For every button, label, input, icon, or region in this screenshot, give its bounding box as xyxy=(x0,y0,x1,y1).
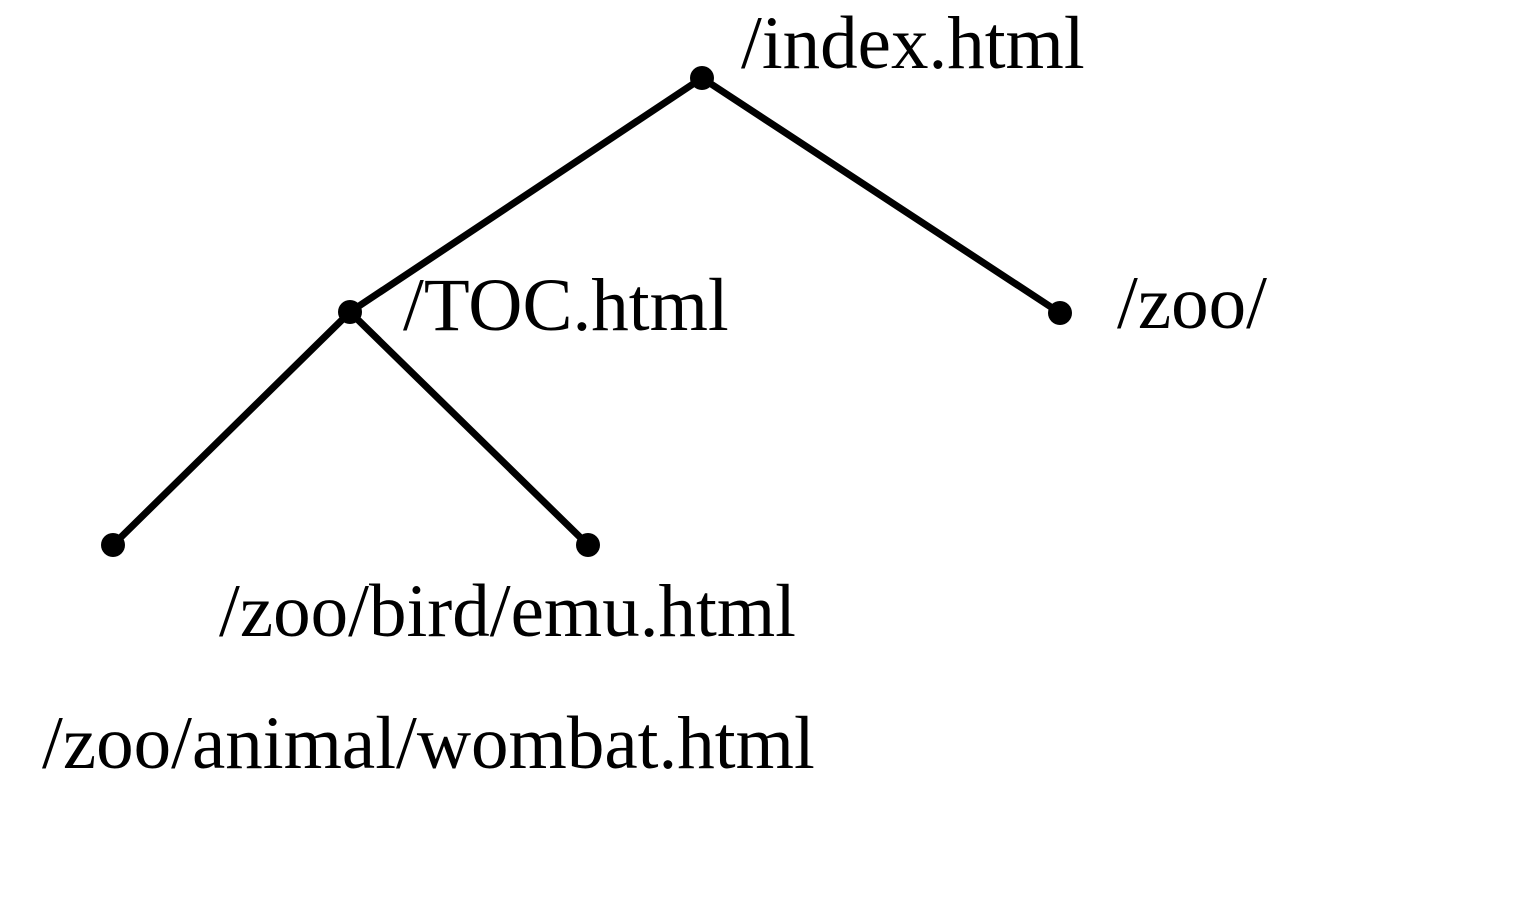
edge-toc-emu xyxy=(346,308,592,549)
edge-index-zoo xyxy=(698,74,1064,317)
node-zoo xyxy=(1048,301,1072,325)
node-toc xyxy=(338,300,362,324)
node-index xyxy=(690,66,714,90)
label-wombat: /zoo/animal/wombat.html xyxy=(42,702,815,785)
label-zoo: /zoo/ xyxy=(1117,262,1267,345)
edge-toc-wombat xyxy=(109,308,354,549)
node-wombat xyxy=(101,533,125,557)
label-index: /index.html xyxy=(741,2,1085,85)
label-toc: /TOC.html xyxy=(403,264,729,347)
node-emu xyxy=(576,533,600,557)
label-emu: /zoo/bird/emu.html xyxy=(219,570,796,653)
edge-index-toc xyxy=(346,74,706,316)
